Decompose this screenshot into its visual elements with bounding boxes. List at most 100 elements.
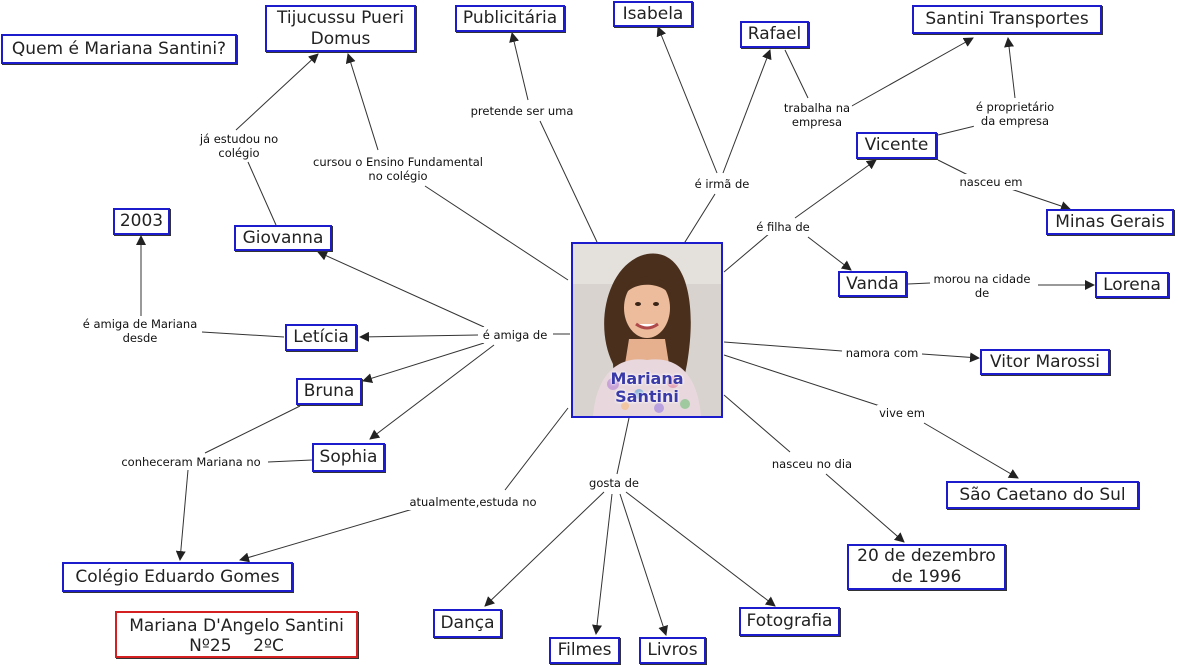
connector-center-nasceu-dia [723,394,791,453]
connector-irma-isabela [656,26,718,174]
link-amiga: é amiga de [480,327,550,343]
node-filmes-label: Filmes [557,640,612,660]
connector-namora-vitor [921,352,980,363]
connector-nasceu-minas [1007,187,1071,211]
link-filha-text: é filha de [756,220,810,234]
node-publicitaria: Publicitária [455,5,565,32]
node-colegio-label: Colégio Eduardo Gomes [75,566,280,587]
connector-cursou-tijucussu [345,53,379,151]
link-amiga-text: é amiga de [482,328,548,342]
link-cursou: cursou o Ensino Fundamental no colégio [311,154,485,184]
node-minas-gerais-label: Minas Gerais [1055,211,1165,232]
connector-trabalha-santini [849,37,974,108]
connector-irma-rafael [722,49,772,174]
connector-ja-estudou-tijucussu [235,53,319,131]
node-vitor-marossi-label: Vitor Marossi [990,351,1100,372]
node-vanda: Vanda [838,271,907,297]
link-nasceu-dia-text: nasceu no dia [771,457,853,471]
node-danca-label: Dança [440,613,495,633]
node-isabela-label: Isabela [622,3,684,24]
link-nasceu-dia: nasceu no dia [769,456,855,472]
author-name: Mariana D'Angelo Santini [129,616,344,636]
link-pretende-text: pretende ser uma [470,104,574,118]
node-colegio: Colégio Eduardo Gomes [62,562,293,592]
link-trabalha: trabalha na empresa [781,100,853,130]
node-santini-transportes: Santini Transportes [912,5,1102,34]
node-vicente: Vicente [856,132,937,159]
connector-sophia-conheceram [267,459,313,463]
link-nasceu-em: nasceu em [957,174,1025,190]
portrait-image [573,244,721,416]
connector-center-irma [679,193,716,251]
connector-leticia-amiga-desde [201,331,285,338]
link-vive: vive em [877,405,927,421]
link-proprietario-line2: da empresa [980,114,1050,128]
link-estuda: atualmente,estuda no [407,494,539,510]
connector-nasceu-dia-data [825,473,905,543]
node-2003: 2003 [113,208,170,235]
link-morou-line1: morou na cidade [933,272,1031,286]
node-filmes: Filmes [549,637,620,664]
connector-amiga-bruna [362,342,485,384]
center-name: Mariana Santini [573,370,721,406]
link-trabalha-line2: empresa [791,115,843,129]
node-vanda-label: Vanda [846,273,899,294]
connector-vicente-proprietario [937,125,976,136]
link-amiga-desde: é amiga de Mariana desde [80,316,200,346]
link-amiga-desde-line1: é amiga de Mariana [82,317,198,331]
node-lorena-label: Lorena [1103,274,1161,295]
connector-vicente-nasceu [937,159,969,176]
node-2003-label: 2003 [119,211,164,231]
connector-filha-vicente [794,159,877,219]
connector-amiga-sophia [369,344,495,440]
author-number-class: Nº25 2ºC [189,636,284,656]
link-namora-text: namora com [845,346,919,360]
link-morou-line2: de [974,286,990,300]
connector-pretende-publicitaria [509,32,529,101]
node-danca: Dança [433,609,502,638]
node-data-nascimento-line2: de 1996 [891,567,962,587]
connector-center-filha [723,232,771,273]
link-irma-text: é irmã de [694,177,750,191]
link-irma: é irmã de [692,176,752,192]
center-name-line2: Santini [615,387,679,406]
node-vicente-label: Vicente [864,135,929,155]
connector-filha-vanda [807,236,852,271]
center-name-line1: Mariana [610,369,684,388]
node-vitor-marossi: Vitor Marossi [980,349,1110,375]
node-isabela: Isabela [613,1,693,27]
node-data-nascimento: 20 de dezembro de 1996 [847,544,1006,590]
node-rafael: Rafael [740,21,809,48]
link-cursou-line2: no colégio [368,169,428,183]
author-signature: Mariana D'Angelo Santini Nº25 2ºC [115,611,358,658]
node-tijucussu-line2: Domus [310,28,371,49]
node-sophia: Sophia [312,443,385,472]
connector-vive-saocaetano [923,422,1019,479]
node-lorena: Lorena [1095,272,1169,298]
node-livros-label: Livros [647,640,698,660]
connector-estuda-colegio [239,508,414,563]
connector-center-cursou [424,185,569,281]
link-proprietario: é proprietário da empresa [973,99,1057,129]
node-data-nascimento-line1: 20 de dezembro [857,546,996,566]
connector-amiga-leticia [359,331,479,342]
connector-proprietario-santini [1004,37,1016,99]
connector-gosta-livros [619,493,668,636]
node-bruna: Bruna [296,378,362,405]
question-title: Quem é Mariana Santini? [1,34,237,64]
link-vive-text: vive em [879,406,925,420]
node-leticia-label: Letícia [293,327,349,347]
link-pretende: pretende ser uma [468,103,576,119]
link-namora: namora com [843,345,921,361]
center-photo: Mariana Santini [571,242,723,418]
link-cursou-line1: cursou o Ensino Fundamental [313,155,483,169]
connector-gosta-fotografia [625,491,776,607]
node-bruna-label: Bruna [303,381,355,401]
connector-vanda-morou [907,282,931,285]
connector-center-estuda [504,407,569,491]
node-fotografia-label: Fotografia [746,611,833,631]
node-tijucussu-line1: Tijucussu Pueri [277,7,404,28]
connector-giovanna-ja-estudou [247,161,277,226]
link-ja-estudou-line2: colégio [218,146,260,160]
